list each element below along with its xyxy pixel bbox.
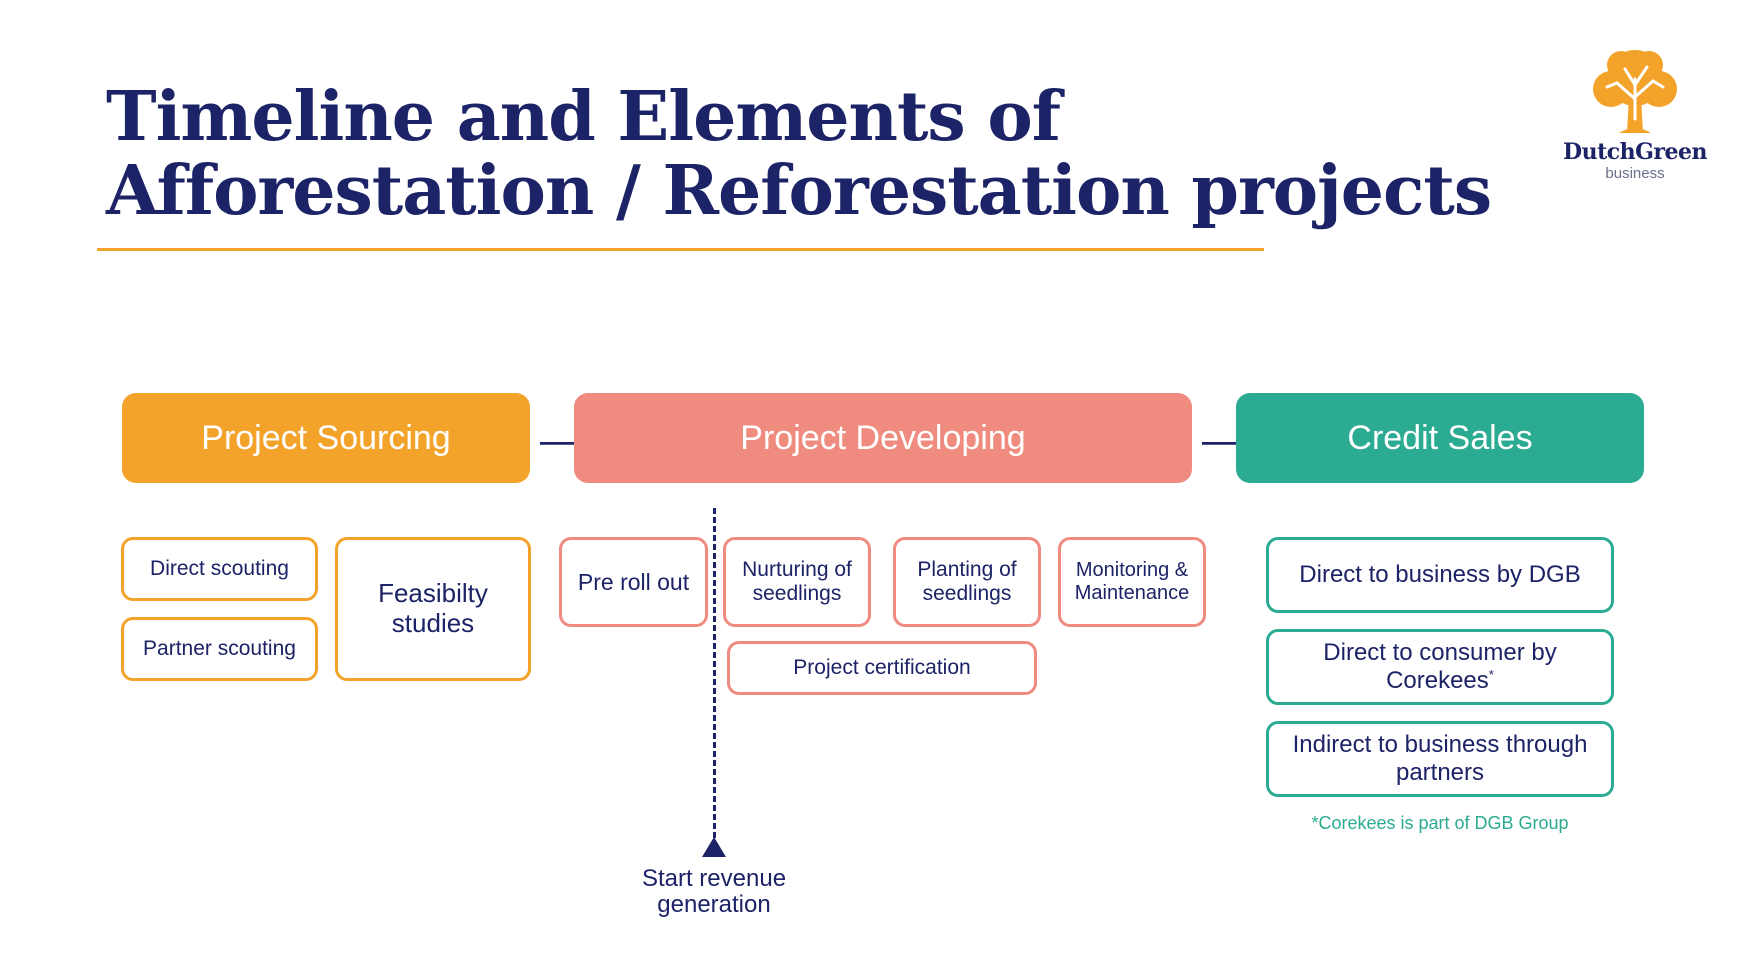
sales-label: Direct to business by DGB [1299, 561, 1581, 589]
company-logo: DutchGreen business [1555, 45, 1715, 185]
step-label: Pre roll out [577, 568, 690, 595]
sales-label: Indirect to business through partners [1292, 731, 1588, 786]
step-partner-scouting: Partner scouting [121, 617, 318, 681]
step-label: Monitoring & Maintenance [1074, 559, 1190, 604]
step-label: Planting of seedlings [917, 557, 1017, 605]
phase-project-developing: Project Developing [574, 393, 1192, 483]
phase-label: Project Developing [740, 418, 1026, 457]
step-project-certification: Project certification [727, 641, 1037, 695]
sales-direct-business: Direct to business by DGB [1266, 537, 1614, 613]
page-title: Timeline and Elements of Afforestation /… [106, 77, 1492, 231]
title-line-1: Timeline and Elements of [106, 77, 1061, 157]
sales-indirect-business: Indirect to business through partners [1266, 721, 1614, 797]
logo-wordmark: DutchGreen [1563, 139, 1708, 165]
footnote: *Corekees is part of DGB Group [1311, 813, 1569, 833]
revenue-timeline-line [713, 508, 716, 838]
step-nurturing-seedlings: Nurturing of seedlings [723, 537, 871, 627]
step-pre-roll-out: Pre roll out [559, 537, 708, 627]
step-label: Project certification [793, 655, 971, 679]
logo-subtitle: business [1605, 165, 1665, 182]
phase-project-sourcing: Project Sourcing [122, 393, 530, 483]
step-feasibility-studies: Feasibilty studies [335, 537, 531, 681]
title-line-2: Afforestation / Reforestation projects [106, 151, 1492, 231]
phase-label: Credit Sales [1347, 418, 1533, 457]
sales-label: Direct to consumer by Corekees* [1297, 639, 1583, 694]
triangle-up-icon [702, 837, 726, 857]
sales-direct-consumer: Direct to consumer by Corekees* [1266, 629, 1614, 705]
milestone-label: Start revenue generation [641, 865, 787, 918]
phase-label: Project Sourcing [201, 418, 451, 457]
title-underline [97, 248, 1264, 251]
sales-label-text: Direct to consumer by Corekees [1323, 639, 1557, 694]
step-label: Feasibilty studies [378, 578, 488, 638]
step-label: Direct scouting [150, 556, 289, 580]
tree-icon [1593, 50, 1677, 133]
step-planting-seedlings: Planting of seedlings [893, 537, 1041, 627]
step-label: Partner scouting [143, 636, 296, 660]
phase-credit-sales: Credit Sales [1236, 393, 1644, 483]
step-direct-scouting: Direct scouting [121, 537, 318, 601]
footnote-marker: * [1488, 667, 1494, 682]
step-monitoring-maintenance: Monitoring & Maintenance [1058, 537, 1206, 627]
step-label: Nurturing of seedlings [742, 557, 852, 605]
